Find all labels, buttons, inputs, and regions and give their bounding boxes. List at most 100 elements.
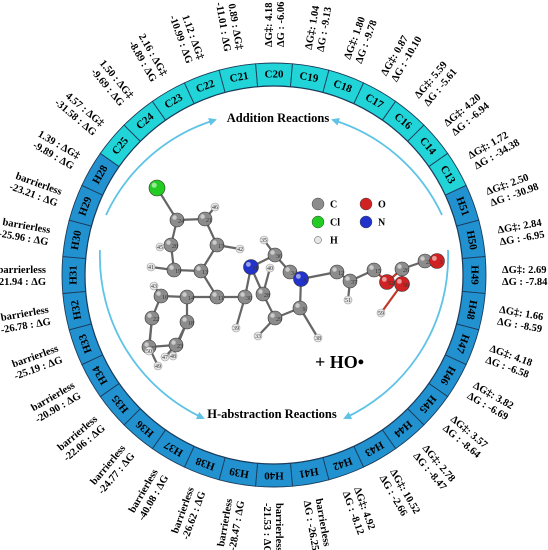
atom-highlight: [212, 292, 217, 297]
atom-number: 39: [233, 326, 239, 332]
atom-highlight: [270, 250, 275, 255]
atom-number: 47: [162, 355, 168, 361]
atom-highlight: [245, 261, 251, 267]
atom-number: 3: [440, 260, 443, 266]
legend-symbol: H: [330, 236, 338, 247]
legend-swatch: [359, 215, 373, 229]
atom-highlight: [345, 297, 348, 300]
segment-label-h50: H50: [464, 230, 479, 252]
atom-number: 43: [151, 284, 157, 290]
atom-number: 40: [267, 266, 273, 272]
legend-swatch: [311, 215, 325, 229]
atom-highlight: [420, 256, 425, 261]
atom-highlight: [170, 353, 173, 356]
energy-label-h41: barrierlessΔG : -26.25: [301, 498, 333, 550]
habstraction-arrow-left: [99, 249, 205, 420]
atom-number: 16: [162, 295, 168, 301]
atom-highlight: [381, 276, 387, 282]
atom-number: 35: [261, 238, 267, 244]
atom-highlight: [156, 291, 161, 296]
energy-line-gibbs: ΔG : -6.06: [276, 2, 287, 47]
habstraction-title: H-abstraction Reactions: [207, 407, 337, 421]
energy-label-h32: barrierless-26.78 : ΔG: [0, 305, 52, 337]
atom-a36: 36: [267, 247, 283, 263]
atom-h40: 40: [265, 263, 275, 273]
atom-number: 17: [218, 244, 224, 250]
atom-n6: 6: [293, 271, 309, 287]
atom-a18: 18: [179, 314, 195, 330]
atom-h50: 50: [144, 346, 154, 356]
atom-number: 38: [315, 336, 321, 342]
atom-h46: 46: [210, 202, 220, 212]
atom-highlight: [397, 264, 402, 269]
atom-a21: 21: [197, 211, 213, 227]
atom-number: 27: [426, 260, 432, 266]
atom-n31: 31: [243, 259, 259, 275]
atom-number: 14: [188, 296, 194, 302]
atom-highlight: [182, 292, 187, 297]
energy-label-c18: ΔG‡: 1.80ΔG : -9.78: [342, 15, 379, 66]
atom-a27: 27: [417, 253, 433, 269]
atom-number: 48: [170, 354, 176, 360]
atom-a17: 17: [209, 237, 225, 253]
energy-label-h51: ΔG‡: 2.50ΔG : -30.98: [485, 170, 540, 209]
segment-label-h32: H32: [69, 299, 84, 321]
atom-h48: 48: [168, 351, 178, 361]
energy-label-c13: ΔG‡: 1.72ΔG : -34.38: [466, 127, 521, 172]
atom-highlight: [270, 313, 275, 318]
segment-label-h40: H40: [264, 470, 284, 482]
atom-a22: 22: [144, 310, 160, 326]
energy-line-gibbs: ΔG : -7.84: [502, 277, 548, 288]
energy-label-c17: ΔG‡: 0.87ΔG : -10.10: [379, 29, 424, 84]
atom-h45: 45: [155, 242, 165, 252]
atom-h49: 49: [153, 361, 163, 371]
atom-highlight: [285, 267, 290, 272]
atom-highlight: [162, 354, 165, 357]
atom-h41: 41: [146, 262, 156, 272]
atom-highlight: [396, 278, 402, 284]
atom-number: 59: [378, 311, 384, 317]
atom-highlight: [295, 303, 300, 308]
atom-a34: 34: [282, 264, 298, 280]
atom-highlight: [431, 255, 437, 261]
atom-a29: 29: [267, 310, 283, 326]
energy-label-c14: ΔG‡: 4.20ΔG : -6.94: [442, 91, 492, 138]
atom-a13: 13: [193, 263, 209, 279]
atom-cl: [148, 179, 166, 197]
atom-number: 46: [212, 205, 218, 211]
reaction-arrows: [99, 117, 449, 420]
atom-sphere: [148, 179, 166, 197]
atom-number: 30: [246, 296, 252, 302]
segment-label-c19: C19: [298, 70, 319, 85]
atom-number: 22: [153, 317, 159, 323]
atom-h59: 59: [376, 308, 386, 318]
atom-highlight: [258, 289, 263, 294]
atom-a20: 20: [163, 237, 179, 253]
atom-a26: 26: [394, 261, 410, 277]
atom-highlight: [237, 246, 240, 249]
segment-label-h48: H48: [464, 299, 479, 321]
atom-highlight: [166, 240, 171, 245]
energy-label-h50: ΔG‡: 2.84ΔG : -6.95: [497, 218, 546, 249]
atom-a11: 11: [209, 289, 225, 305]
energy-label-h45: ΔG‡: 3.57ΔG : -8.64: [440, 414, 490, 461]
energy-label-h36: barrierless-24.77 : ΔG: [87, 443, 137, 497]
legend-symbol: C: [330, 200, 337, 211]
energy-label-h43: ΔG‡: 10.52ΔG : -2.66: [377, 467, 422, 522]
atom-h39: 39: [231, 323, 241, 333]
atom-highlight: [369, 265, 374, 270]
atom-highlight: [212, 204, 215, 207]
atom-number: 36: [276, 254, 282, 260]
atom-number: 23: [177, 344, 183, 350]
atom-a19: 19: [166, 262, 182, 278]
energy-label-h31: barrierless-21.94 : ΔG: [0, 265, 46, 288]
atom-highlight: [240, 292, 245, 297]
atom-number: 33: [255, 334, 261, 340]
atom-number: 11: [218, 296, 224, 302]
segment-label-h31: H31: [68, 265, 80, 285]
atom-number: 25: [150, 346, 156, 352]
atom-highlight: [378, 310, 381, 313]
legend-item-h: H: [314, 236, 338, 247]
